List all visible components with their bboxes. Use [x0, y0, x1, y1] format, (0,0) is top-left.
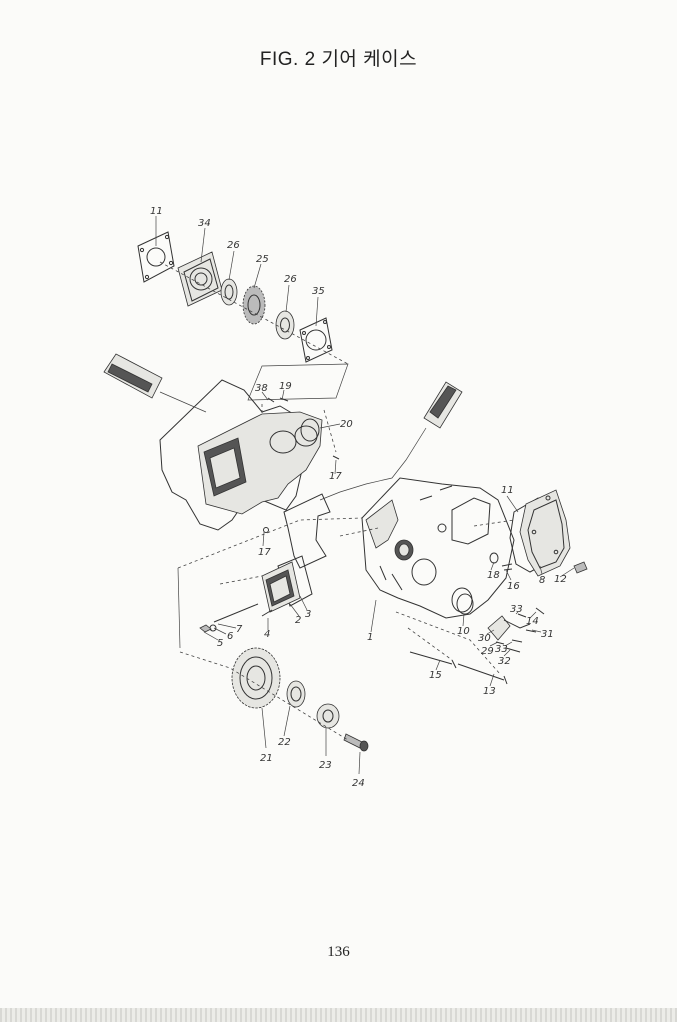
callout-15: 15	[429, 670, 442, 681]
callout-17-lower: 17	[258, 547, 271, 558]
callout-25: 25	[256, 254, 269, 265]
bolt-part-4	[261, 609, 273, 617]
bolt-part-7	[213, 603, 259, 623]
callout-35: 35	[312, 286, 325, 297]
center-lines	[177, 404, 363, 649]
right-sensor-unit	[319, 381, 463, 501]
bolt-part-32	[505, 647, 521, 653]
callout-32: 32	[498, 656, 511, 667]
bolt-part-12	[573, 561, 588, 574]
callout-labels: 11 34 26 25 26 35 38 19 20 17 17 11 18 1…	[150, 206, 567, 789]
left-sensor-unit	[103, 353, 207, 413]
gear-part-21	[231, 647, 281, 709]
callout-34: 34	[198, 218, 211, 229]
spring-part-31	[525, 629, 537, 633]
pin-part-33-lower	[511, 639, 523, 643]
callout-6: 6	[227, 631, 233, 642]
leader-lines	[155, 216, 575, 775]
callout-33-lower: 33	[495, 644, 508, 655]
linkage-parts	[487, 607, 545, 653]
callout-24: 24	[352, 778, 365, 789]
callout-31: 31	[541, 629, 554, 640]
oil-seal-part-20	[300, 418, 320, 442]
callout-26-left: 26	[227, 240, 240, 251]
callout-3: 3	[305, 609, 311, 620]
callout-11-right: 11	[501, 485, 514, 496]
right-bracket-assembly	[473, 489, 588, 577]
bolt-part-24	[343, 733, 363, 749]
bolt-part-38	[267, 397, 275, 403]
callout-26-right: 26	[284, 274, 297, 285]
callout-18: 18	[487, 570, 500, 581]
callout-5: 5	[217, 638, 223, 649]
callout-11-top: 11	[150, 206, 163, 217]
bolt-part-17-upper	[332, 455, 340, 460]
screw-part-14	[535, 607, 545, 615]
bracket-part-8	[519, 489, 571, 577]
page-number: 136	[327, 944, 350, 960]
callout-4: 4	[264, 629, 270, 640]
seal-part-10	[456, 593, 474, 615]
timing-cover-assembly	[159, 379, 340, 533]
callout-7: 7	[236, 624, 243, 635]
pin-part-33-upper	[517, 613, 527, 618]
bushing-part-22	[286, 680, 306, 708]
callout-10: 10	[457, 626, 470, 637]
callout-12: 12	[554, 574, 567, 585]
long-bolts	[409, 651, 508, 685]
washer-part-18	[489, 552, 499, 564]
callout-22: 22	[278, 737, 291, 748]
gear-case-body-part-1	[339, 477, 515, 675]
gasket-part-11-top	[137, 231, 175, 283]
gear-part-25	[242, 285, 266, 325]
callout-29: 29	[481, 646, 494, 657]
bearing-part-26-right	[275, 310, 295, 340]
callout-23: 23	[319, 760, 332, 771]
bolt-part-19	[279, 397, 289, 402]
callout-21: 21	[260, 753, 273, 764]
scan-edge-strip	[0, 1008, 677, 1022]
callout-19: 19	[279, 381, 292, 392]
side-cover-assembly	[199, 493, 331, 633]
callout-1: 1	[367, 632, 373, 643]
callout-17-upper: 17	[329, 471, 342, 482]
bearing-part-26-left	[220, 278, 238, 306]
figure-title: FIG. 2 기어 케이스	[259, 49, 418, 70]
callout-13: 13	[483, 686, 496, 697]
callout-20: 20	[340, 419, 353, 430]
callout-33-upper: 33	[510, 604, 523, 615]
cover-plate-part-35	[299, 317, 333, 363]
lever-part-30	[487, 615, 511, 641]
callout-38: 38	[255, 383, 268, 394]
nut-part-5	[199, 624, 212, 633]
callout-16: 16	[507, 581, 520, 592]
callout-30: 30	[478, 633, 491, 644]
idler-gear-assembly	[179, 647, 369, 752]
bolt-part-16	[501, 563, 513, 571]
callout-14: 14	[526, 616, 539, 627]
bolt-part-15	[409, 651, 457, 669]
callout-8: 8	[539, 575, 545, 586]
washer-part-6	[209, 624, 217, 632]
callout-2: 2	[295, 615, 301, 626]
shaft-flange-part-23	[316, 703, 340, 729]
gasket-outline-left	[283, 493, 331, 569]
bolt-part-13	[457, 663, 508, 685]
upper-gear-assembly	[137, 231, 349, 401]
